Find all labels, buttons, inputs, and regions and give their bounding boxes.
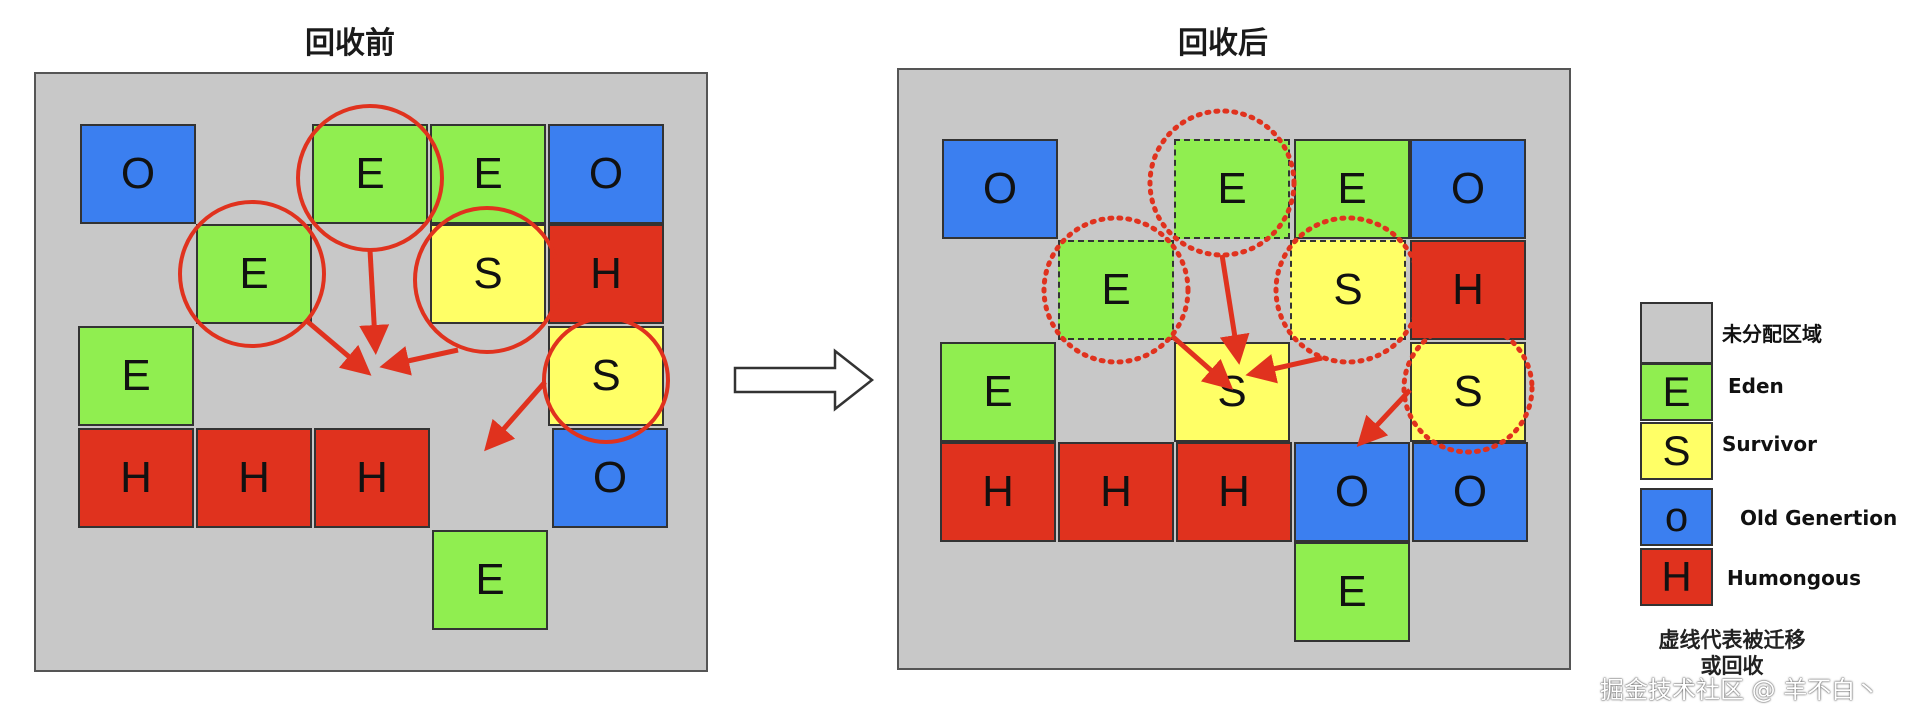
after-region-cell: E <box>940 342 1056 442</box>
before-title: 回收前 <box>305 26 395 61</box>
after-region-cell: H <box>1410 240 1526 340</box>
after-region-cell: E <box>1294 542 1410 642</box>
legend-swatch: S <box>1640 422 1713 480</box>
after-region-cell: S <box>1174 342 1290 442</box>
before-region-cell: E <box>430 124 546 224</box>
after-region-cell: S <box>1290 240 1406 340</box>
before-region-cell: H <box>548 224 664 324</box>
after-region-cell: O <box>1410 139 1526 239</box>
legend-swatch: H <box>1640 548 1713 606</box>
before-region-cell: O <box>80 124 196 224</box>
before-region-cell: E <box>196 224 312 324</box>
after-region-cell: S <box>1410 342 1526 442</box>
legend-label: Survivor <box>1722 432 1818 456</box>
legend-note-line2: 或回收 <box>1700 654 1764 678</box>
after-title: 回收后 <box>1178 26 1268 61</box>
after-region-cell: H <box>1058 442 1174 542</box>
legend-swatch: o <box>1640 488 1713 546</box>
after-region-cell: E <box>1174 139 1290 239</box>
legend-swatch: E <box>1640 363 1713 421</box>
after-region-cell: E <box>1058 240 1174 340</box>
legend-swatch <box>1640 302 1713 364</box>
before-region-cell: S <box>548 326 664 426</box>
legend-label: Humongous <box>1727 566 1861 590</box>
before-region-cell: E <box>78 326 194 426</box>
watermark: 掘金技术社区 @ 羊不白丶 <box>1600 676 1880 704</box>
after-region-cell: H <box>1176 442 1292 542</box>
after-region-cell: O <box>942 139 1058 239</box>
before-region-cell: S <box>430 224 546 324</box>
after-region-cell: E <box>1294 139 1410 239</box>
before-region-cell: H <box>78 428 194 528</box>
legend-note-line1: 虚线代表被迁移 <box>1658 628 1806 652</box>
legend-label: 未分配区域 <box>1722 322 1822 346</box>
before-region-cell: O <box>552 428 668 528</box>
after-region-cell: O <box>1294 442 1410 542</box>
before-region-cell: E <box>312 124 428 224</box>
before-region-cell: E <box>432 530 548 630</box>
transition-arrow-icon <box>733 348 875 412</box>
before-region-cell: O <box>548 124 664 224</box>
before-region-cell: H <box>314 428 430 528</box>
legend-label: Eden <box>1728 374 1784 398</box>
after-region-cell: O <box>1412 442 1528 542</box>
before-region-cell: H <box>196 428 312 528</box>
legend-label: Old Genertion <box>1740 506 1898 530</box>
after-region-cell: H <box>940 442 1056 542</box>
